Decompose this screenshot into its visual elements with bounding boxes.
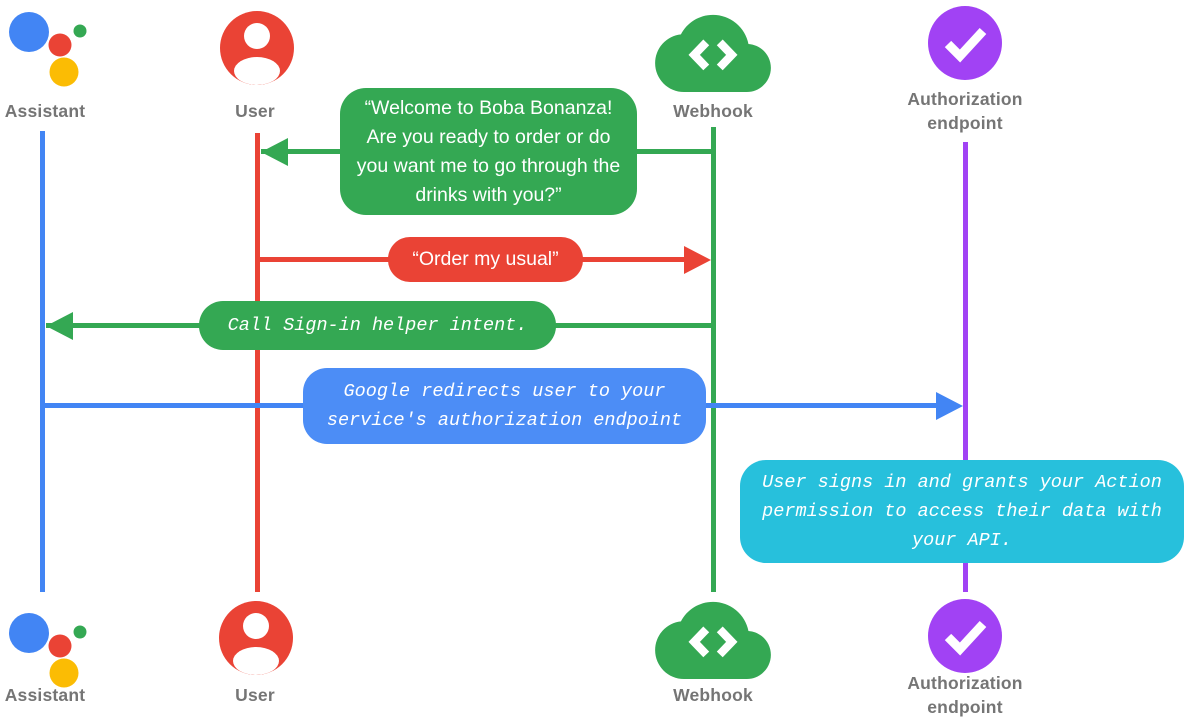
assistant-label-top: Assistant bbox=[4, 101, 86, 121]
signin-note-text: User signs in and grants your Action per… bbox=[762, 472, 1162, 551]
webhook-label-bottom: Webhook bbox=[673, 685, 753, 705]
welcome-message-bubble: “Welcome to Boba Bonanza! Are you ready … bbox=[340, 88, 637, 215]
welcome-message-text: “Welcome to Boba Bonanza! Are you ready … bbox=[356, 96, 621, 206]
google-assistant-icon bbox=[9, 613, 87, 688]
user-lifeline bbox=[255, 133, 260, 592]
arrowhead-left-icon bbox=[46, 312, 73, 340]
authorization-endpoint-lifeline bbox=[963, 142, 968, 592]
authorization-check-circle-icon bbox=[928, 599, 1002, 673]
google-assistant-icon bbox=[9, 12, 87, 87]
arrowhead-left-icon bbox=[261, 138, 288, 166]
webhook-label-top: Webhook bbox=[673, 101, 753, 121]
authorization-endpoint-label-bottom: Authorization endpoint bbox=[907, 673, 1023, 717]
webhook-cloud-code-icon bbox=[655, 14, 771, 93]
user-icon bbox=[220, 11, 294, 85]
signin-message-text: Call Sign-in helper intent. bbox=[227, 315, 528, 336]
arrowhead-right-icon bbox=[684, 246, 711, 274]
authorization-endpoint-label-top: Authorization endpoint bbox=[907, 89, 1023, 133]
authorization-check-circle-icon bbox=[928, 6, 1002, 80]
arrowhead-right-icon bbox=[936, 392, 963, 420]
redirect-message-bubble: Google redirects user to your service's … bbox=[303, 368, 706, 444]
webhook-lifeline bbox=[711, 127, 716, 592]
webhook-cloud-code-icon bbox=[655, 601, 771, 680]
assistant-lifeline bbox=[40, 131, 45, 592]
signin-note-bubble: User signs in and grants your Action per… bbox=[740, 460, 1184, 563]
redirect-message-text: Google redirects user to your service's … bbox=[326, 381, 683, 431]
assistant-label-bottom: Assistant bbox=[4, 685, 86, 705]
user-label-bottom: User bbox=[235, 685, 275, 705]
signin-message-bubble: Call Sign-in helper intent. bbox=[199, 301, 556, 350]
user-icon bbox=[219, 601, 293, 675]
order-message-text: “Order my usual” bbox=[412, 248, 559, 270]
order-message-bubble: “Order my usual” bbox=[388, 237, 583, 282]
user-label-top: User bbox=[235, 101, 275, 121]
